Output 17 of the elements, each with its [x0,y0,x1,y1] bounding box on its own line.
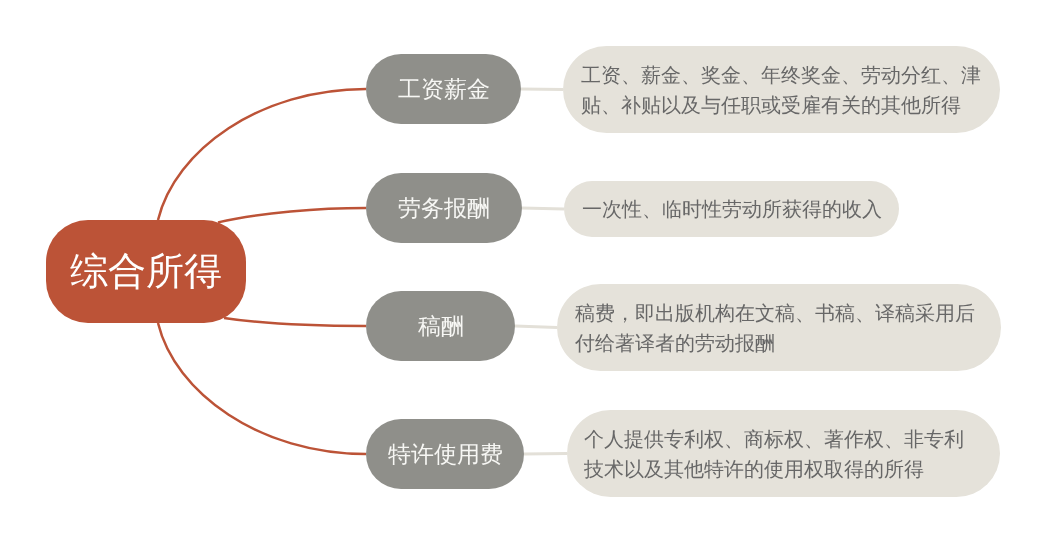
connector-line [514,324,558,329]
branch-topic: 特许使用费 [366,419,524,489]
connector-line [521,87,563,91]
branch-curve [156,322,367,456]
detail-bubble: 稿费，即出版机构在文稿、书稿、译稿采用后付给著译者的劳动报酬 [557,284,1001,371]
detail-bubble: 个人提供专利权、商标权、著作权、非专利技术以及其他特许的使用权取得的所得 [567,410,1000,497]
branch-curve [223,316,366,328]
root-topic: 综合所得 [46,220,246,323]
connector-line [524,452,567,456]
detail-bubble: 工资、薪金、奖金、年终奖金、劳动分红、津贴、补贴以及与任职或受雇有关的其他所得 [563,46,1000,133]
branch-curve [217,206,366,224]
branch-topic: 工资薪金 [366,54,521,124]
branch-topic: 稿酬 [366,291,515,361]
branch-topic: 劳务报酬 [366,173,522,243]
connector-line [521,206,565,211]
branch-curve [156,87,367,221]
detail-bubble: 一次性、临时性劳动所获得的收入 [564,181,899,237]
